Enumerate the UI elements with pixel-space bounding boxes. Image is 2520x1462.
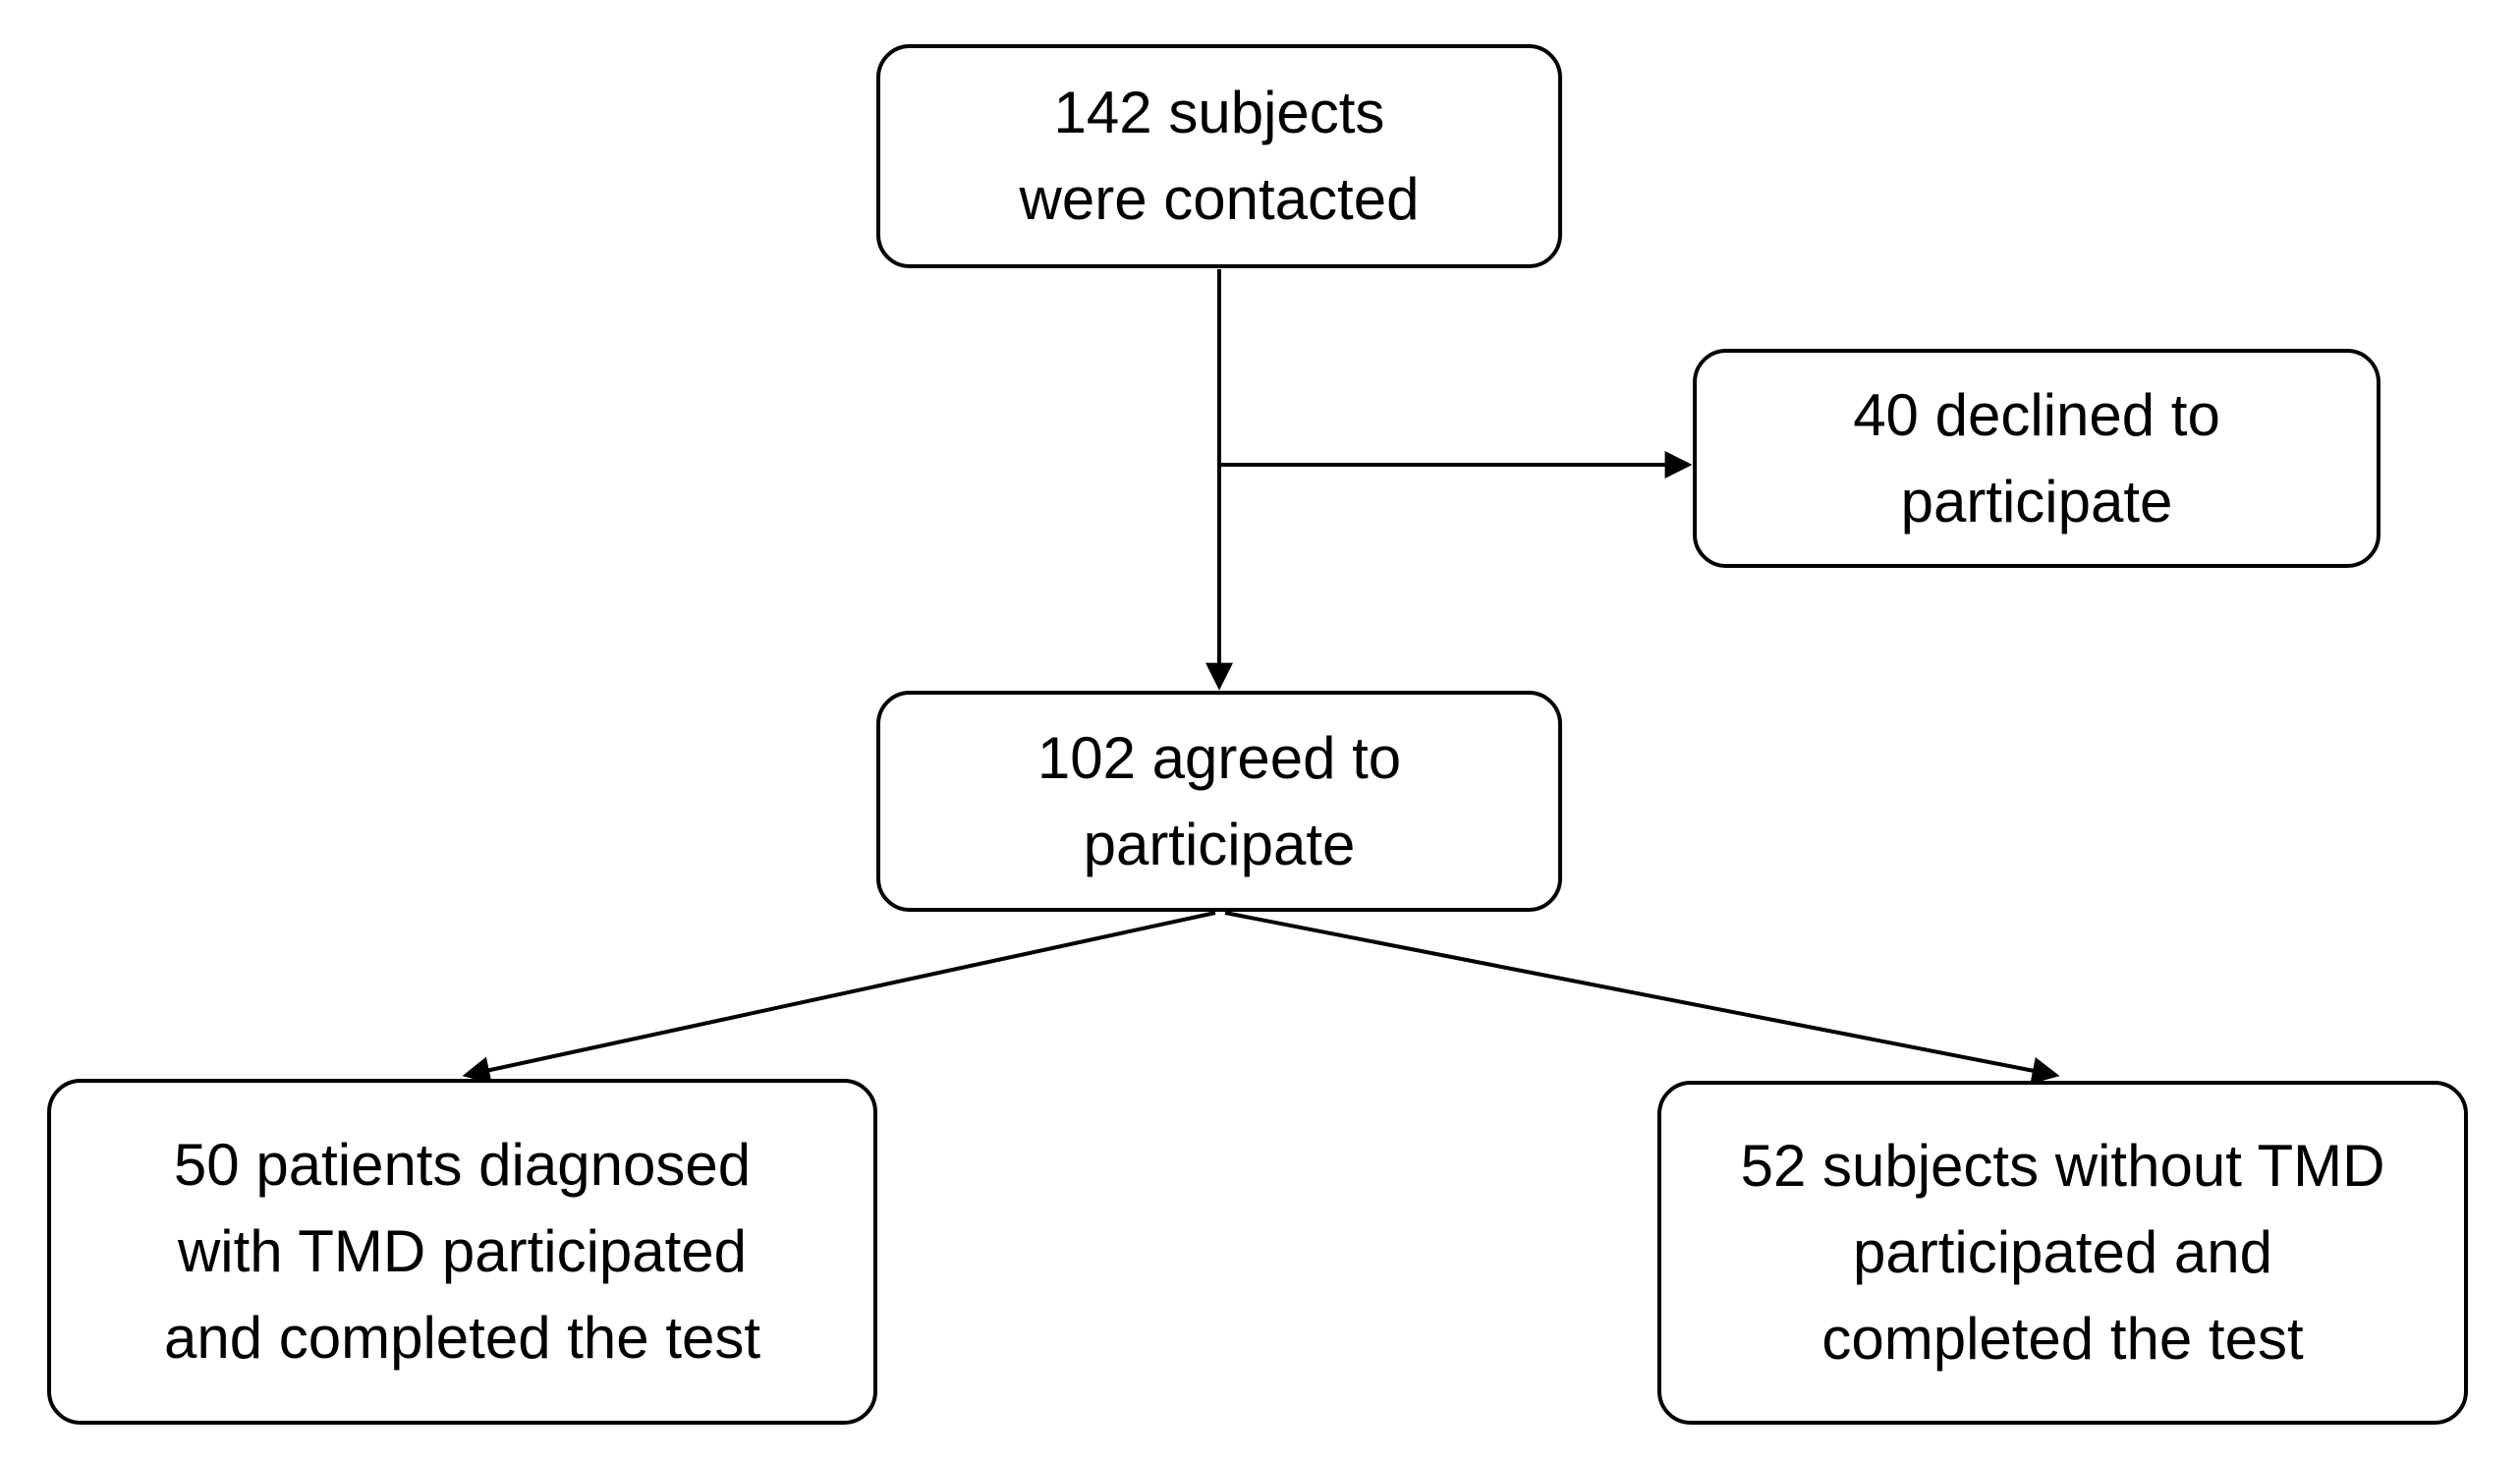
box-without-tmd-group: 52 subjects without TMD participated and… <box>1657 1081 2468 1425</box>
box-text-line: 40 declined to <box>1853 381 2220 448</box>
box-text-line: 50 patients diagnosed <box>173 1132 752 1198</box>
box-text-line: completed the test <box>1821 1306 2304 1372</box>
box-text-line: with TMD participated <box>177 1218 748 1284</box>
box-text-line: 142 subjects <box>1053 80 1385 145</box>
box-text-line: participate <box>1900 468 2173 534</box>
arrow-agreed-to-tmd-group <box>462 911 1216 1084</box>
box-agreed-to-participate: 102 agreed to participate <box>876 691 1562 912</box>
box-text-line: participate <box>1083 811 1356 877</box>
box-text-line: were contacted <box>1019 166 1420 232</box>
box-text-line: participated and <box>1853 1219 2272 1285</box>
box-tmd-group: 50 patients diagnosed with TMD participa… <box>47 1079 877 1425</box>
arrow-agreed-to-control-group <box>1224 911 2060 1085</box>
box-subjects-contacted: 142 subjects were contacted <box>876 44 1562 268</box>
box-text-line: and completed the test <box>163 1305 761 1371</box>
box-text-line: 102 agreed to <box>1036 724 1402 791</box>
box-declined-to-participate: 40 declined to participate <box>1693 349 2380 568</box>
box-text-line: 52 subjects without TMD <box>1740 1133 2385 1199</box>
